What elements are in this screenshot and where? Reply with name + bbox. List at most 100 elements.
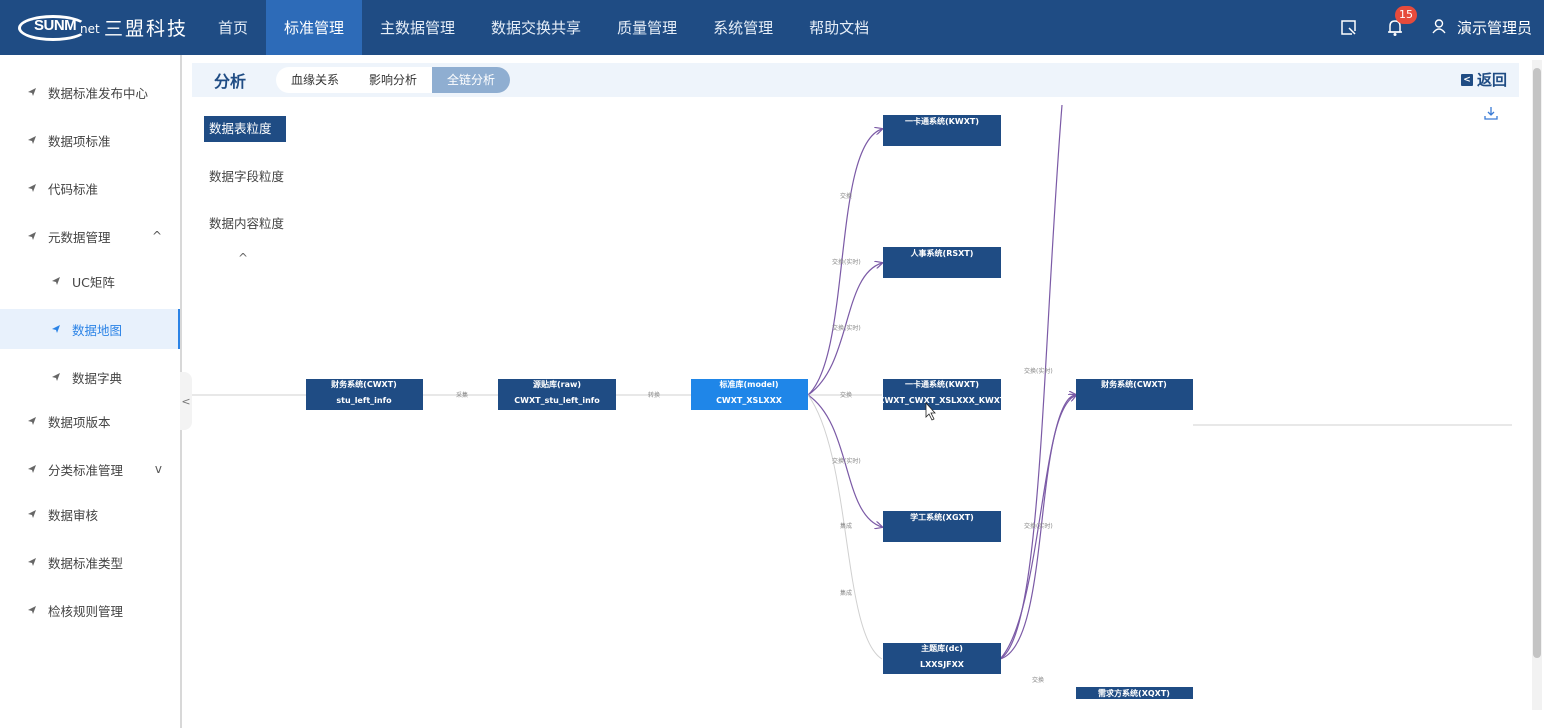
graph-edge-n3-n7: [807, 394, 882, 527]
notification-badge: 15: [1394, 5, 1417, 24]
sidebar-item-label: 代码标准: [48, 181, 99, 197]
chevron-up-icon[interactable]: ^: [238, 251, 249, 265]
nav-help[interactable]: 帮助文档: [809, 19, 870, 37]
chevron-down-icon: v: [154, 462, 162, 476]
analysis-toolbar: 分析 血缘关系 影响分析 全链分析 < 返回: [192, 63, 1519, 97]
edge-label-realtime: 交换(实时): [832, 324, 861, 332]
edge-label-realtime: 交换(实时): [1024, 367, 1053, 375]
chevron-up-icon: ^: [151, 229, 162, 243]
node-title: 财务系统(CWXT): [330, 379, 397, 389]
sidebar-collapse-handle[interactable]: <: [180, 372, 192, 430]
nav-home[interactable]: 首页: [218, 19, 249, 37]
send-icon: [50, 373, 62, 381]
vertical-scrollbar[interactable]: [1532, 60, 1542, 710]
user-menu[interactable]: 演示管理员: [1431, 17, 1532, 38]
graph-node-requester[interactable]: 需求方系统(XQXT): [1076, 687, 1193, 699]
tab-lineage[interactable]: 血缘关系: [291, 73, 340, 87]
graph-node-hr-system[interactable]: 人事系统(RSXT): [883, 247, 1001, 278]
scrollbar-thumb[interactable]: [1533, 68, 1541, 658]
node-title: 学工系统(XGXT): [910, 512, 974, 522]
sidebar-item-label: 数据地图: [72, 322, 123, 338]
send-icon: [26, 184, 38, 192]
edge-label-realtime: 交换(实时): [832, 457, 861, 465]
nav-data-exchange[interactable]: 数据交换共享: [491, 19, 582, 37]
graph-node-raw[interactable]: 源贴库(raw) CWXT_stu_left_info: [498, 379, 616, 410]
sidebar-item-label: 数据审核: [48, 507, 99, 523]
header-actions: 15 演示管理员: [1339, 0, 1532, 55]
graph-node-finance-target[interactable]: 财务系统(CWXT): [1076, 379, 1193, 410]
granularity-field[interactable]: 数据字段粒度: [209, 169, 285, 184]
brand-name: 三盟科技: [104, 18, 189, 40]
edge-label-exchange: 交换: [1032, 676, 1044, 684]
granularity-table[interactable]: 数据表粒度: [204, 116, 286, 142]
node-title: 源贴库(raw): [533, 379, 581, 389]
logo-net-text: net: [80, 21, 100, 36]
sidebar-item-check-rules[interactable]: 检核规则管理: [0, 590, 180, 630]
sidebar-item-data-item-version[interactable]: 数据项版本: [0, 401, 180, 441]
sidebar-item-label: 元数据管理: [48, 229, 111, 245]
edge-label-exchange: 交换: [840, 391, 852, 399]
graph-node-student-affairs[interactable]: 学工系统(XGXT): [883, 511, 1001, 542]
edge-label-integrate: 集成: [840, 522, 852, 530]
send-icon: [50, 277, 62, 285]
tab-full-chain[interactable]: 全链分析: [432, 67, 511, 93]
nav-master-data[interactable]: 主数据管理: [380, 19, 456, 37]
sidebar-item-standard-type[interactable]: 数据标准类型: [0, 542, 180, 582]
graph-node-card-system-b[interactable]: 一卡通系统(KWXT) CWXT_CWXT_XSLXXX_KWXT: [879, 379, 1006, 410]
send-icon: [26, 88, 38, 96]
nav-system[interactable]: 系统管理: [713, 19, 774, 37]
tab-impact[interactable]: 影响分析: [369, 73, 418, 87]
graph-node-theme-db[interactable]: 主题库(dc) LXXSJFXX: [883, 643, 1001, 674]
sidebar-item-label: 检核规则管理: [48, 603, 124, 619]
bell-icon[interactable]: 15: [1385, 5, 1417, 38]
sidebar-item-data-dictionary[interactable]: 数据字典: [0, 357, 180, 397]
sidebar-item-classification-standard[interactable]: 分类标准管理 v: [0, 449, 180, 489]
node-title: 一卡通系统(KWXT): [905, 379, 979, 389]
nav-quality[interactable]: 质量管理: [617, 19, 678, 37]
lineage-graph: 采集 转换 交换 交换(实时) 交换(实时) 交换 交换(实时) 集成 集成 交…: [192, 104, 1512, 699]
graph-node-card-system-a[interactable]: 一卡通系统(KWXT): [883, 115, 1001, 146]
edge-label-collect: 采集: [456, 391, 468, 399]
sidebar-item-label: 数据项版本: [48, 414, 111, 430]
download-icon[interactable]: [1484, 105, 1498, 120]
sidebar-item-metadata[interactable]: 元数据管理 ^: [0, 216, 180, 256]
sidebar-item-label: UC矩阵: [72, 274, 115, 290]
brand-logo[interactable]: SUNM net 三盟科技: [0, 0, 200, 55]
back-button[interactable]: < 返回: [1460, 69, 1507, 90]
send-icon: [26, 465, 38, 473]
graph-node-finance-source[interactable]: 财务系统(CWXT) stu_left_info: [306, 379, 423, 410]
logo-mark: SUNM net: [18, 11, 102, 45]
sidebar-item-data-item-standard[interactable]: 数据项标准: [0, 120, 180, 160]
send-icon: [26, 558, 38, 566]
sidebar-item-uc-matrix[interactable]: UC矩阵: [0, 261, 180, 301]
sidebar-item-label: 数据标准类型: [48, 555, 124, 571]
back-label: 返回: [1476, 71, 1507, 89]
edge-label-realtime: 交换(实时): [832, 258, 861, 266]
mouse-cursor-icon: [925, 401, 936, 421]
logo-swoosh: [18, 14, 88, 41]
sidebar-item-data-audit[interactable]: 数据审核: [0, 494, 180, 534]
sidebar-item-label: 数据标准发布中心: [48, 85, 149, 101]
graph-edge-n8-up: [999, 104, 1063, 660]
top-navigation-bar: SUNM net 三盟科技 首页 标准管理 主数据管理 数据交换共享 质量管理 …: [0, 0, 1544, 55]
analysis-tabs: 血缘关系 影响分析 全链分析: [276, 67, 511, 93]
graph-edge-n3-n8: [807, 394, 883, 660]
fullscreen-icon[interactable]: [1339, 18, 1359, 38]
node-title: 需求方系统(XQXT): [1098, 688, 1170, 698]
send-icon: [26, 606, 38, 614]
sidebar-item-data-map[interactable]: 数据地图: [0, 309, 180, 349]
send-icon: [26, 136, 38, 144]
node-table: CWXT_CWXT_XSLXXX_KWXT: [879, 396, 1006, 405]
nav-standard-management[interactable]: 标准管理: [266, 0, 363, 55]
sidebar-item-label: 数据字典: [72, 370, 123, 386]
node-title: 标准库(model): [718, 379, 778, 389]
node-table: LXXSJFXX: [920, 660, 965, 669]
graph-node-model[interactable]: 标准库(model) CWXT_XSLXXX: [691, 379, 808, 410]
sidebar-item-label: 数据项标准: [48, 133, 111, 149]
sidebar-item-publish-center[interactable]: 数据标准发布中心: [0, 72, 180, 112]
granularity-panel: 数据表粒度 数据字段粒度 数据内容粒度: [204, 116, 286, 237]
granularity-content[interactable]: 数据内容粒度: [209, 216, 285, 231]
graph-edge-n3-n4: [807, 129, 882, 396]
main-content: 采集 转换 交换 交换(实时) 交换(实时) 交换 交换(实时) 集成 集成 交…: [192, 55, 1532, 710]
sidebar-item-code-standard[interactable]: 代码标准: [0, 168, 180, 208]
